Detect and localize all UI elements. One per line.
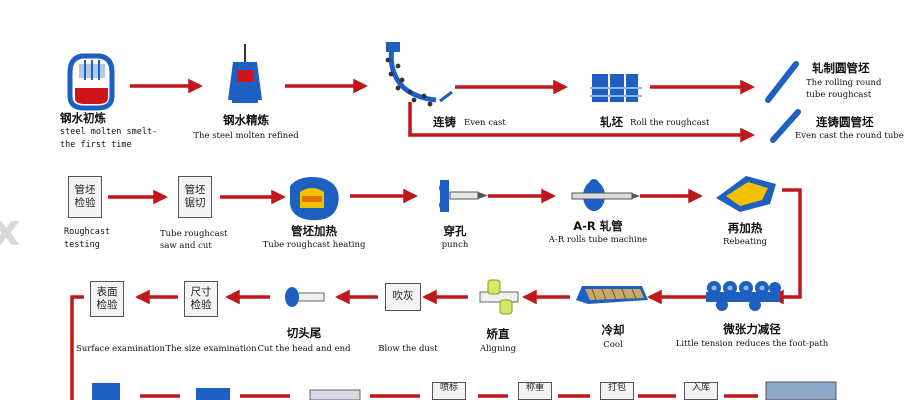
piercing-mill-icon: [439, 180, 488, 212]
step-ar-rolls-en: A-R rolls tube machine: [548, 235, 648, 245]
warehouse-icon: [765, 381, 837, 400]
blow-dust-box: 吹灰: [385, 283, 421, 311]
step-rolling-round-en2: tube roughcast: [806, 90, 872, 100]
step-rolling-round-cn: 轧制圆管坯: [812, 61, 870, 75]
step-cool-cn: 冷却: [601, 323, 625, 337]
step-cut-ends-en: Cut the head and end: [257, 344, 351, 354]
roughcast-testing-box: 管坯 检验: [68, 176, 102, 218]
storage-box: 入库: [684, 382, 718, 400]
step-melting-cn: 钢水初炼: [60, 111, 106, 125]
step-tension-en: Little tension reduces the foot-path: [675, 339, 829, 349]
furnace-icon: [67, 53, 115, 111]
ladle-icon: [228, 44, 262, 103]
box-line: 管坯: [74, 183, 96, 196]
step-blow-dust-en: Blow the dust: [378, 344, 438, 354]
size-exam-box: 尺寸 检验: [184, 281, 218, 317]
step-heating-en: Tube roughcast heating: [262, 240, 366, 250]
box-line: 检验: [96, 299, 118, 311]
step-punch-cn: 穿孔: [443, 224, 467, 238]
stretch-reducing-mill-icon: [706, 281, 781, 311]
step-cut-ends-cn: 切头尾: [286, 326, 322, 340]
watermark: x: [0, 205, 21, 256]
straightener-icon: [479, 279, 519, 315]
arrow: [769, 188, 802, 305]
machine-icon: [196, 388, 230, 400]
marking-box: 喷标: [432, 382, 466, 400]
step-size-exam-en: The size examination: [165, 344, 257, 354]
step-tension-cn: 微张力减径: [723, 322, 781, 336]
step-saw-cut-en2: saw and cut: [160, 241, 212, 251]
step-roughcast-testing-en1: Roughcast: [64, 227, 111, 237]
step-refining-en: The steel molten refined: [193, 131, 299, 141]
surface-exam-box: 表面 检验: [90, 281, 124, 317]
box-line: 喷标: [439, 383, 458, 393]
step-even-cast-round-cn: 连铸圆管坯: [816, 115, 874, 129]
cutting-saw-icon: [285, 287, 325, 307]
step-melting-en1: steel molten smelt-: [60, 127, 158, 137]
box-line: 管坯: [184, 183, 206, 196]
box-line: 锯切: [184, 197, 206, 209]
arrow: [70, 295, 84, 400]
step-rolling-round-en1: The rolling round: [806, 78, 882, 88]
step-roll-roughcast-cn: 轧坯: [600, 115, 623, 129]
step-punch-en: punch: [441, 240, 469, 250]
machine-icon: [309, 389, 361, 400]
ar-rolls-mill-icon: [571, 179, 640, 211]
heating-furnace-icon: [290, 177, 339, 221]
step-even-cast-cn: 连铸: [433, 115, 456, 129]
step-reheating-en: Rebeating: [722, 237, 768, 247]
step-ar-rolls-cn: A-R 轧管: [573, 219, 623, 233]
cooling-bed-icon: [576, 286, 648, 304]
rolling-mill-icon: [590, 74, 642, 102]
box-line: 检验: [74, 197, 96, 209]
step-aligning-cn: 矫直: [486, 327, 510, 341]
step-saw-cut-en1: Tube roughcast: [160, 229, 228, 239]
box-line: 吹灰: [392, 290, 414, 303]
step-cool-en: Cool: [603, 340, 623, 350]
step-refining-cn: 钢水精炼: [223, 113, 269, 127]
step-roll-roughcast-en: Roll the roughcast: [630, 118, 710, 128]
reheating-furnace-icon: [716, 176, 776, 212]
packing-box: 打包: [600, 382, 634, 400]
box-line: 检验: [190, 299, 212, 311]
box-line: 尺寸: [190, 285, 212, 298]
step-even-cast-round-en: Even cast the round tube: [795, 131, 904, 141]
arrow: [408, 102, 755, 143]
step-melting-en2: the first time: [60, 140, 132, 150]
step-reheating-cn: 再加热: [727, 221, 763, 235]
box-line: 打包: [607, 383, 626, 393]
weighing-box: 称重: [518, 382, 552, 400]
step-heating-cn: 管坯加热: [291, 224, 337, 238]
box-line: 入库: [691, 383, 710, 393]
step-surface-exam-en: Surface examination: [76, 344, 166, 354]
step-roughcast-testing-en2: testing: [64, 240, 100, 250]
machine-icon: [92, 383, 120, 400]
round-billet-icon: [765, 61, 799, 103]
continuous-caster-icon: [385, 42, 453, 107]
box-line: 表面: [96, 285, 118, 298]
step-even-cast-en: Even cast: [464, 118, 506, 128]
box-line: 称重: [525, 383, 544, 393]
saw-cut-box: 管坯 锯切: [178, 176, 212, 218]
round-billet-icon: [770, 109, 801, 143]
step-aligning-en: Aligning: [479, 344, 517, 354]
